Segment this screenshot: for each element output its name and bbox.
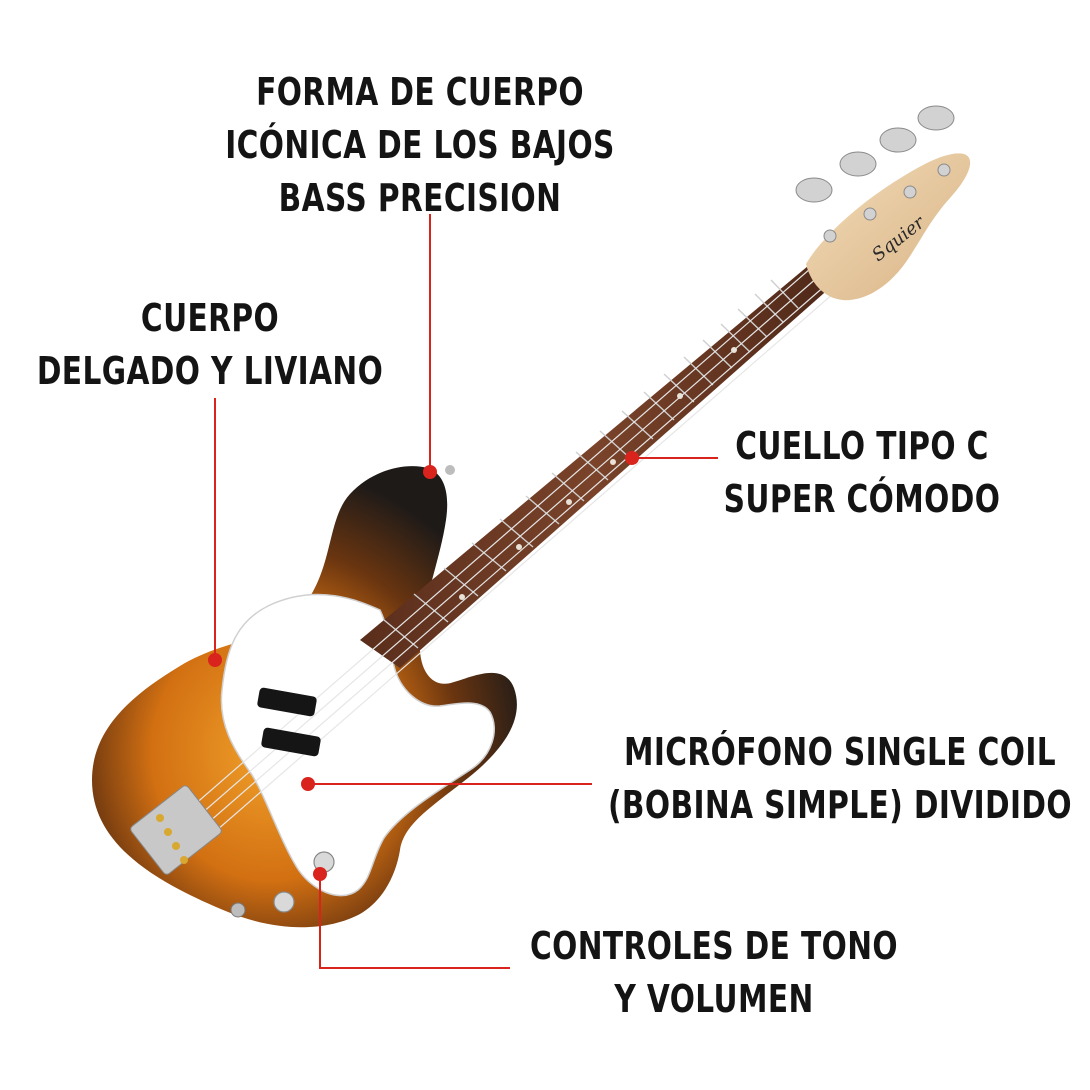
callout-body-shape-line-1: FORMA DE CUERPO (256, 70, 584, 114)
callout-thin-body-line-1: CUERPO (140, 296, 280, 340)
callout-dot-controls (313, 867, 327, 881)
callout-controls: CONTROLES DE TONO Y VOLUMEN (488, 920, 940, 1026)
callout-neck-line-1: CUELLO TIPO C (735, 424, 989, 468)
headstock (806, 153, 971, 301)
control-knob-tone (273, 891, 295, 913)
fret-wires (383, 279, 799, 649)
bridge (130, 785, 222, 875)
callout-controls-line-2: Y VOLUMEN (614, 977, 814, 1021)
callout-pickup-line-1: MICRÓFONO SINGLE COIL (623, 730, 1057, 774)
callout-pickup-line-2: (BOBINA SIMPLE) DIVIDIDO (607, 783, 1073, 827)
callout-body-shape: FORMA DE CUERPO ICÓNICA DE LOS BAJOS BAS… (186, 66, 654, 225)
callout-lines (214, 214, 718, 969)
callout-controls-line-1: CONTROLES DE TONO (529, 924, 899, 968)
pickup-upper (257, 687, 317, 717)
output-jack (230, 902, 246, 918)
callout-neck: CUELLO TIPO C SUPER CÓMODO (667, 420, 1057, 526)
callout-dot-thin-body (208, 653, 222, 667)
callout-thin-body: CUERPO DELGADO Y LIVIANO (15, 292, 405, 398)
fret-markers (459, 347, 737, 600)
callout-thin-body-line-2: DELGADO Y LIVIANO (36, 349, 384, 393)
callout-neck-line-2: SUPER CÓMODO (723, 477, 1001, 521)
callout-dot-body-shape (423, 465, 437, 479)
callout-dot-neck (625, 451, 639, 465)
strap-button (445, 465, 455, 475)
callout-dots (208, 451, 639, 881)
callout-body-shape-line-2: ICÓNICA DE LOS BAJOS (225, 123, 615, 167)
callout-pickup: MICRÓFONO SINGLE COIL (BOBINA SIMPLE) DI… (575, 726, 1090, 832)
tuning-pegs (795, 105, 955, 243)
callout-body-shape-line-3: BASS PRECISION (278, 176, 562, 220)
neck-fretboard (360, 266, 832, 668)
pickup-lower (261, 727, 321, 757)
callout-dot-pickup (301, 777, 315, 791)
pickguard (220, 593, 495, 897)
